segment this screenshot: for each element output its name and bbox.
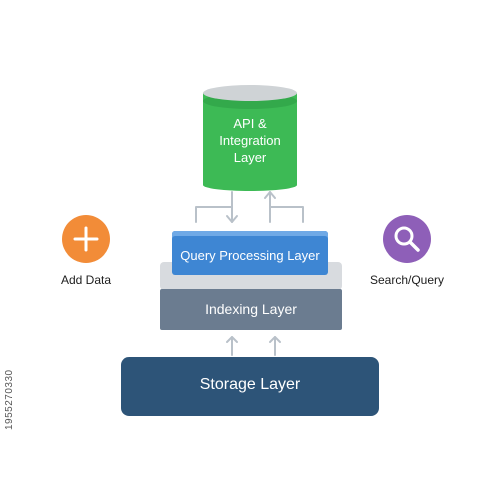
query-layer-label: Query Processing Layer (180, 248, 320, 263)
plus-icon (62, 215, 110, 263)
connector-arrowhead-up (264, 191, 276, 199)
indexing-layer-label: Indexing Layer (205, 301, 297, 317)
add-data-action: Add Data (41, 215, 131, 287)
connector-lower-right-head (269, 336, 281, 343)
side-id-text: 1955270330 (4, 369, 15, 430)
api-cylinder-cap (203, 85, 297, 101)
storage-layer-label: Storage Layer (199, 376, 301, 393)
api-integration-layer: API & Integration Layer (203, 85, 297, 191)
api-layer-label: API & Integration Layer (219, 116, 281, 165)
connector-arrowhead-down (226, 215, 238, 223)
search-query-label: Search/Query (369, 273, 445, 287)
api-cylinder-body (203, 93, 297, 191)
search-query-action: Search/Query (362, 215, 452, 287)
connector-right-elbow (269, 206, 304, 223)
connector-lower-left-head (226, 336, 238, 343)
connector-left-elbow (195, 206, 233, 223)
add-data-label: Add Data (60, 273, 112, 287)
storage-layer: Storage Layer (121, 357, 379, 416)
query-processing-layer: Query Processing Layer (172, 231, 328, 275)
search-icon (383, 215, 431, 263)
indexing-layer: Indexing Layer (160, 289, 342, 330)
